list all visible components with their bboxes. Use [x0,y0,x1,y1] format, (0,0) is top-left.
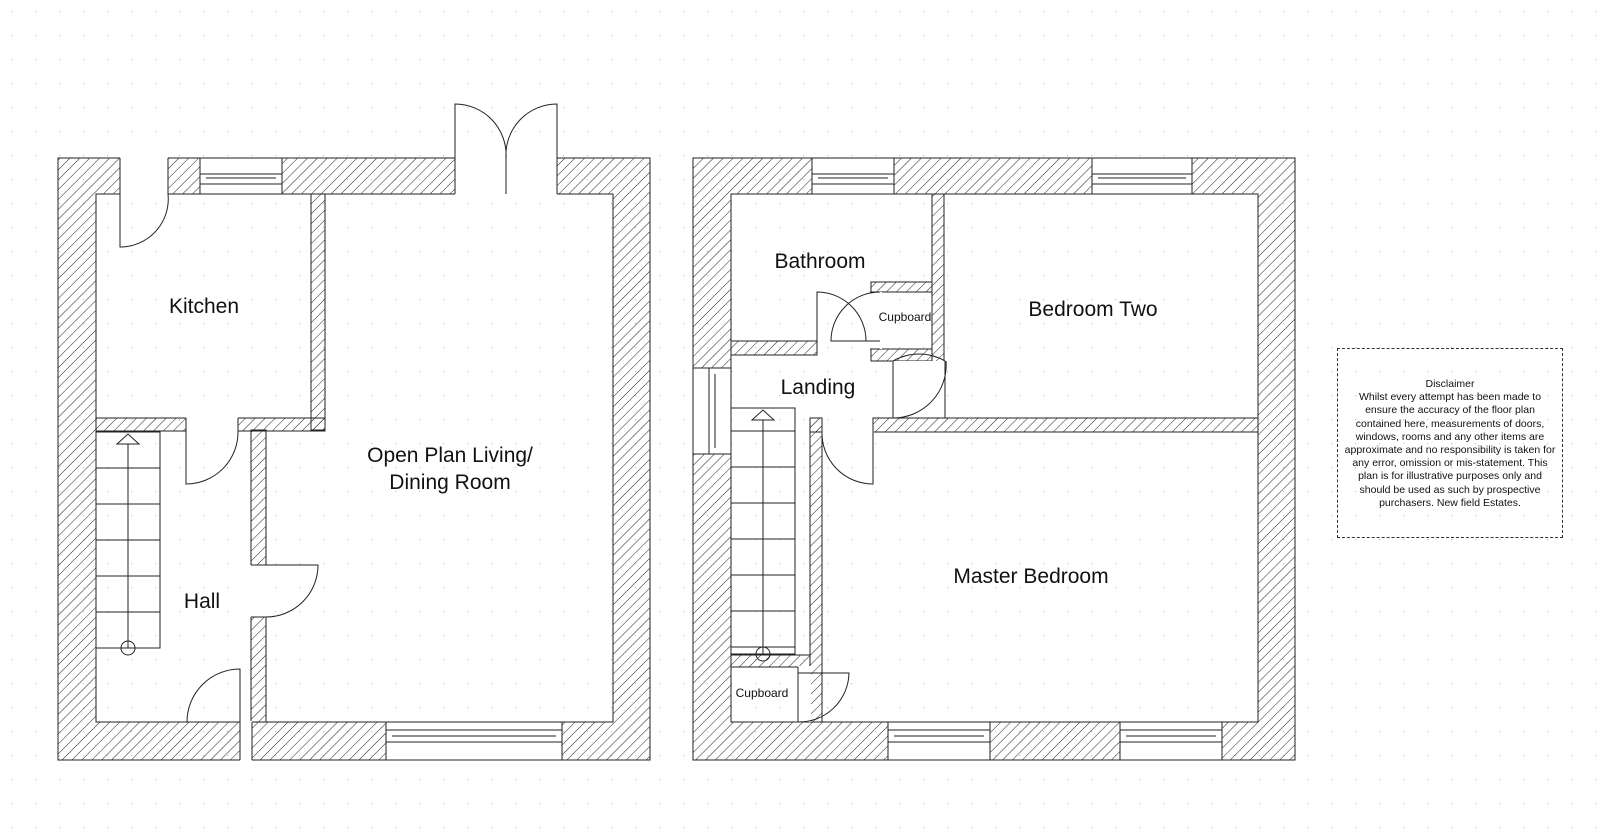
master-window-left [887,721,991,761]
landing-window [692,367,732,455]
upper-cupboard-label: Cupboard [879,310,932,324]
master-bedroom-label: Master Bedroom [953,565,1108,588]
living-room-label-line-2: Dining Room [389,471,510,494]
front-door-swing [186,668,241,723]
first-floor-stairs [730,407,796,662]
kitchen-window [199,157,283,195]
kitchen-back-door-gap [120,155,168,195]
hall-living-door-swing [265,564,319,618]
bathroom-door-swing [816,291,867,342]
upper-cupboard-door-swing [830,291,881,342]
master-door-swing [821,430,874,485]
first-floor-plan: Bathroom Cupboard Bedroom Two Landing Ma… [692,157,1296,761]
disclaimer-box: Disclaimer Whilst every attempt has been… [1337,348,1563,538]
lower-cupboard-door-swing [797,672,850,723]
front-door-gap [240,721,252,763]
landing-master-wall-cap [809,417,823,433]
bedroom-two-window [1091,157,1193,195]
bedroom-two-master-wall [872,417,1259,433]
kitchen-hall-door-gap [186,417,238,432]
lower-cupboard-label: Cupboard [736,686,789,700]
landing-label: Landing [781,376,856,399]
bathroom-window [811,157,895,195]
ground-floor-plan: Kitchen Hall Open Plan Living/ Dining Ro… [57,103,651,763]
disclaimer-title: Disclaimer [1425,378,1475,390]
master-door-gap [822,431,874,435]
hall-living-door-gap [250,565,267,617]
lower-cupboard-top-wall [730,654,811,668]
kitchen-hall-door-swing [185,430,239,485]
kitchen-living-wall [310,193,326,431]
disclaimer-text: Whilst every attempt has been made to en… [1344,391,1556,509]
bedroom-two-door-gap [893,361,945,417]
bathroom-label: Bathroom [774,250,865,273]
bathroom-bedroom-two-wall [931,193,945,371]
living-room-label-line-1: Open Plan Living/ [367,444,533,467]
bedroom-two-door-swing [892,353,946,419]
master-window-right [1119,721,1223,761]
kitchen-label: Kitchen [169,295,239,318]
hall-label: Hall [184,590,220,613]
landing-master-wall [809,417,823,723]
french-door-right-swing [505,103,558,159]
ground-floor-stairs [95,431,161,656]
kitchen-back-door-swing [119,193,169,248]
bedroom-two-label: Bedroom Two [1028,298,1157,321]
bathroom-landing-wall [730,340,818,356]
living-room-window [385,721,563,761]
